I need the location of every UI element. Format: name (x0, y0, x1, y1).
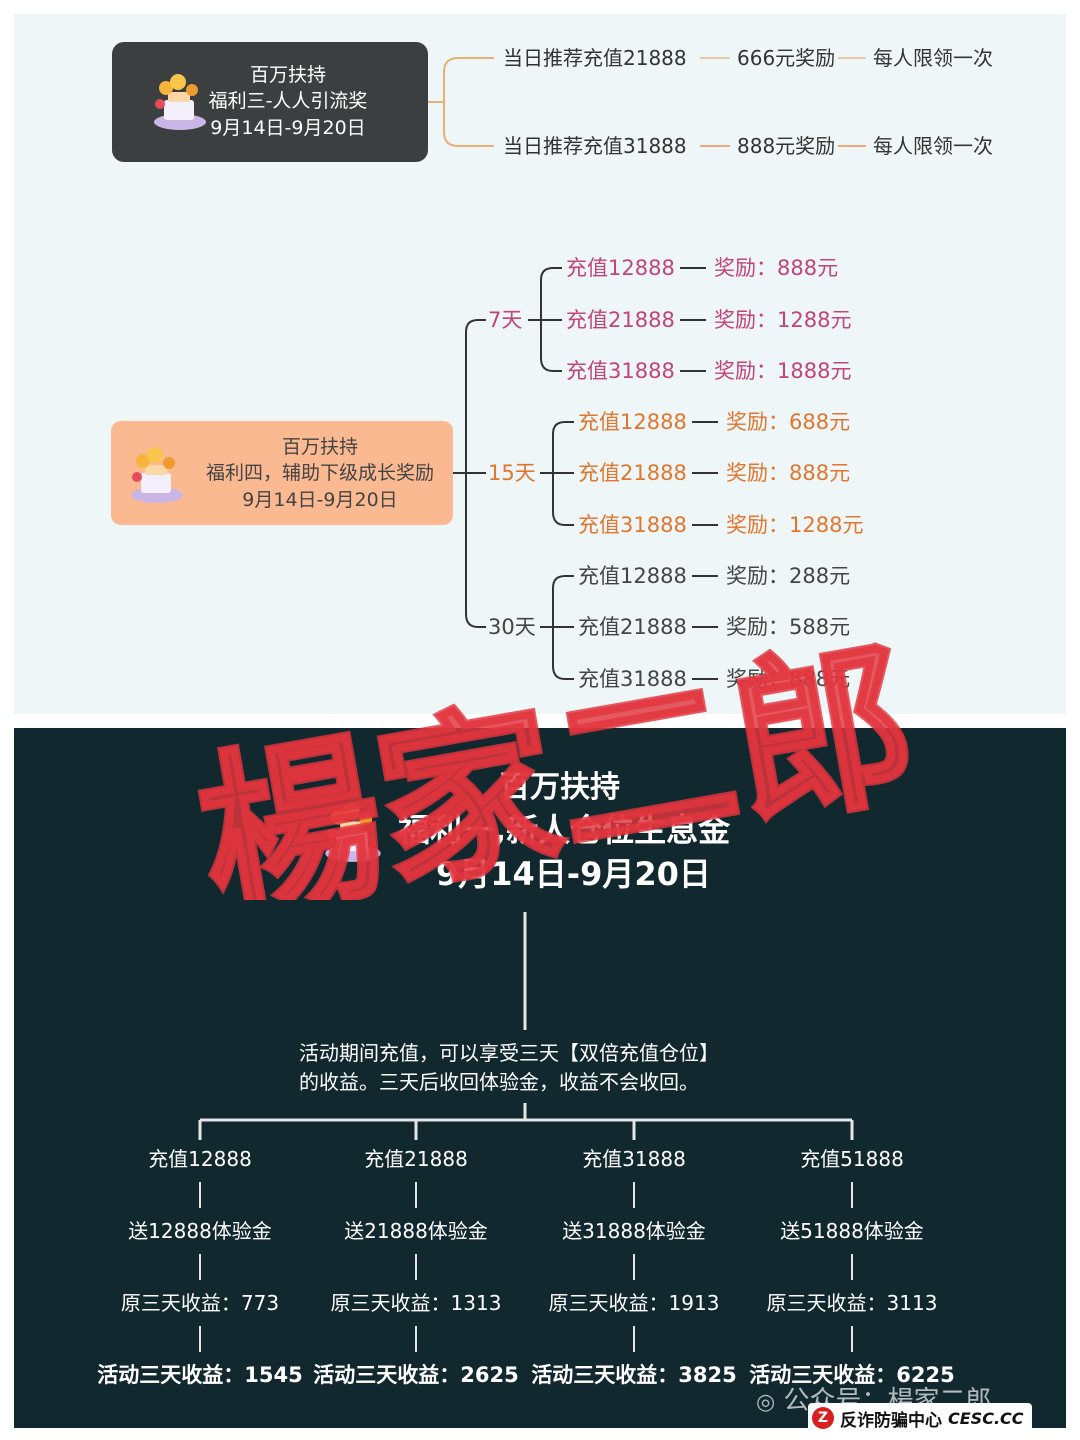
group7-item2-recharge: 充值21888 (566, 308, 675, 332)
anti-fraud-badge: Z 反诈防骗中心 CESC.CC (808, 1403, 1032, 1433)
col4-bonus: 送51888体验金 (780, 1219, 924, 1243)
group7-item2-reward: 奖励：1288元 (714, 308, 852, 332)
col1-original: 原三天收益：773 (120, 1291, 280, 1315)
watermark-text: 楊家二郎 (185, 640, 930, 900)
welfare3-row2-condition: 当日推荐充值31888 (503, 134, 687, 158)
welfare4-line3: 9月14日-9月20日 (242, 489, 398, 511)
welfare3-line2: 福利三-人人引流奖 (208, 90, 368, 112)
group30-item3-reward: 奖励：888元 (726, 667, 851, 691)
group15-item3-reward: 奖励：1288元 (726, 513, 864, 537)
group7-item1-recharge: 充值12888 (566, 256, 675, 280)
wechat-icon: ◎ (756, 1390, 776, 1415)
bottom-panel (14, 728, 1066, 1428)
anti-fraud-logo-icon: Z (812, 1407, 834, 1429)
group15-item1-recharge: 充值12888 (578, 410, 687, 434)
col1-activity: 活动三天收益：1545 (97, 1363, 303, 1387)
welfare3-line3: 9月14日-9月20日 (210, 117, 366, 139)
col1-recharge: 充值12888 (148, 1147, 252, 1171)
anti-fraud-badge-text: 反诈防骗中心 (840, 1410, 942, 1431)
group30-item2-reward: 奖励：588元 (726, 615, 851, 639)
group30-item1-reward: 奖励：288元 (726, 564, 851, 588)
group-7days-label: 7天 (488, 308, 523, 332)
gift-coins-icon (131, 447, 183, 503)
welfare1-desc-line1: 活动期间充值，可以享受三天【双倍充值仓位】 (299, 1041, 719, 1065)
col3-recharge: 充值31888 (582, 1147, 686, 1171)
col1-bonus: 送12888体验金 (128, 1219, 272, 1243)
group15-item3-recharge: 充值31888 (578, 513, 687, 537)
welfare3-row1-limit: 每人限领一次 (873, 46, 993, 70)
welfare3-row1-condition: 当日推荐充值21888 (503, 46, 687, 70)
welfare4-line2: 福利四，辅助下级成长奖励 (205, 462, 434, 484)
col3-bonus: 送31888体验金 (562, 1219, 706, 1243)
group7-item1-reward: 奖励：888元 (714, 256, 839, 280)
welfare3-row2-limit: 每人限领一次 (873, 134, 993, 158)
welfare1-line2: 福利一,新人仓位生息金 (398, 811, 731, 849)
welfare4-box: 百万扶持 福利四，辅助下级成长奖励 9月14日-9月20日 (111, 421, 453, 525)
gift-coins-icon (154, 74, 206, 130)
group30-item3-recharge: 充值31888 (578, 667, 687, 691)
welfare1-line1: 百万扶持 (500, 770, 620, 805)
col2-activity: 活动三天收益：2625 (313, 1363, 519, 1387)
group-30days-label: 30天 (488, 615, 536, 639)
group15-item1-reward: 奖励：688元 (726, 410, 851, 434)
anti-fraud-badge-site: CESC.CC (948, 1408, 1024, 1428)
welfare3-row2-reward: 888元奖励 (737, 134, 836, 158)
group15-item2-reward: 奖励：888元 (726, 461, 851, 485)
welfare3-line1: 百万扶持 (249, 64, 326, 86)
col4-original: 原三天收益：3113 (766, 1291, 938, 1315)
group-15days-label: 15天 (488, 461, 536, 485)
col2-bonus: 送21888体验金 (344, 1219, 488, 1243)
col4-recharge: 充值51888 (800, 1147, 904, 1171)
gift-coins-icon (325, 802, 381, 862)
welfare1-line3: 9月14日-9月20日 (436, 855, 711, 893)
col3-activity: 活动三天收益：3825 (531, 1363, 737, 1387)
col4-activity: 活动三天收益：6225 (749, 1363, 955, 1387)
group30-item1-recharge: 充值12888 (578, 564, 687, 588)
welfare1-desc-line2: 的收益。三天后收回体验金，收益不会收回。 (299, 1070, 699, 1094)
welfare3-box: 百万扶持 福利三-人人引流奖 9月14日-9月20日 (112, 42, 428, 162)
group30-item2-recharge: 充值21888 (578, 615, 687, 639)
group7-item3-recharge: 充值31888 (566, 359, 675, 383)
watermark-stamp: 楊家二郎 (183, 640, 932, 900)
welfare3-row1-reward: 666元奖励 (737, 46, 836, 70)
col3-original: 原三天收益：1913 (548, 1291, 720, 1315)
col2-original: 原三天收益：1313 (330, 1291, 502, 1315)
group7-item3-reward: 奖励：1888元 (714, 359, 852, 383)
col2-recharge: 充值21888 (364, 1147, 468, 1171)
welfare4-trunk-lines (453, 267, 718, 680)
welfare4-line1: 百万扶持 (281, 436, 358, 458)
welfare3-branch-lines (428, 57, 866, 147)
group15-item2-recharge: 充值21888 (578, 461, 687, 485)
